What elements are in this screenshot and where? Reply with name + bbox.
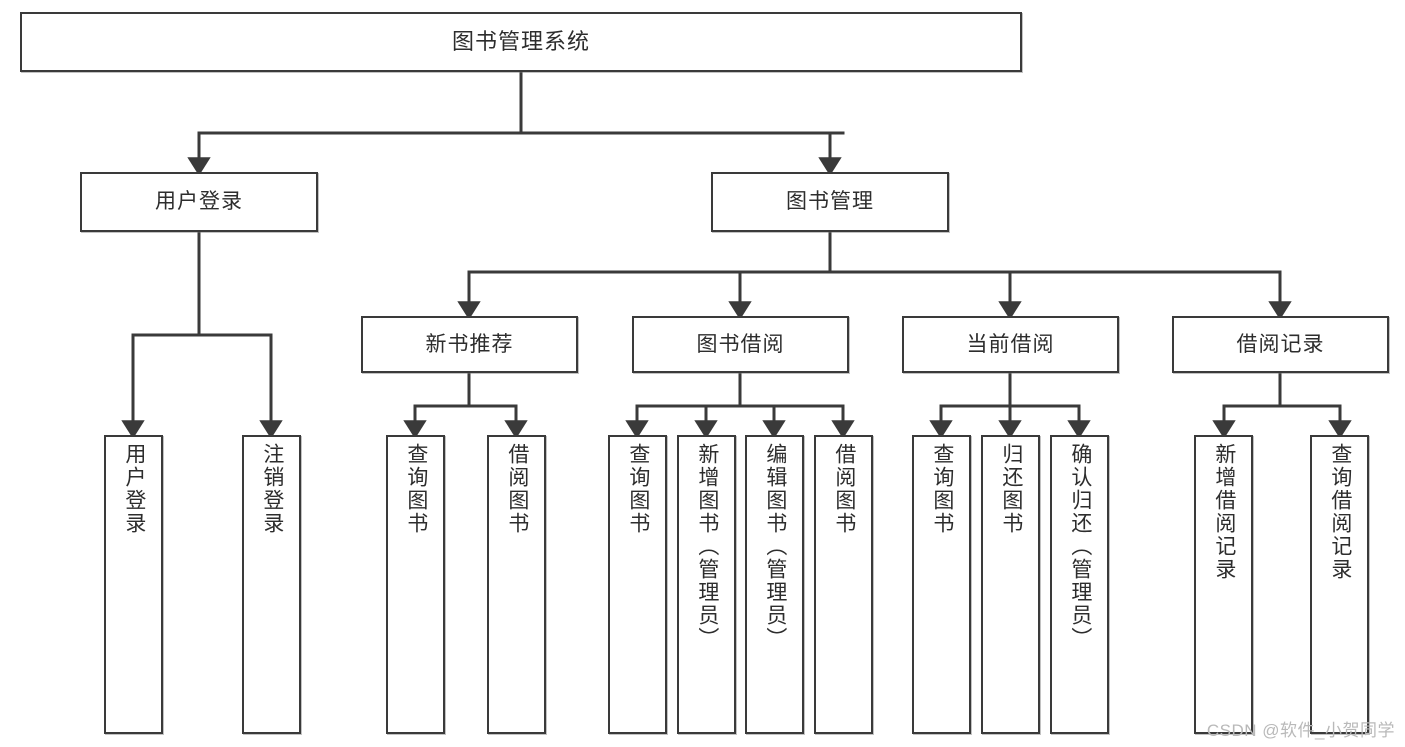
node-new-book-recommendation-label: 新书推荐 bbox=[425, 332, 514, 356]
node-leaf-query-book-borrow[interactable]: 查询图书 bbox=[608, 435, 667, 734]
node-borrowing-record[interactable]: 借阅记录 bbox=[1172, 316, 1389, 373]
node-leaf-edit-book-admin[interactable]: 编辑图书（管理员） bbox=[745, 435, 804, 734]
watermark-text: CSDN @软件_小贺同学 bbox=[1206, 721, 1395, 740]
node-user-login-label: 用户登录 bbox=[155, 190, 243, 214]
node-leaf-borrow-book-label: 借阅图书 bbox=[832, 443, 856, 535]
node-leaf-query-borrow-record-label: 查询借阅记录 bbox=[1328, 443, 1352, 581]
node-leaf-add-borrow-record-label: 新增借阅记录 bbox=[1212, 443, 1236, 581]
node-leaf-query-book-current[interactable]: 查询图书 bbox=[912, 435, 971, 734]
node-leaf-return-book[interactable]: 归还图书 bbox=[981, 435, 1040, 734]
node-leaf-borrow-book[interactable]: 借阅图书 bbox=[814, 435, 873, 734]
node-root-book-management-system[interactable]: 图书管理系统 bbox=[20, 12, 1022, 72]
node-root-label: 图书管理系统 bbox=[451, 29, 590, 55]
node-user-login[interactable]: 用户登录 bbox=[80, 172, 318, 232]
node-borrowing-record-label: 借阅记录 bbox=[1236, 332, 1325, 356]
node-leaf-user-login[interactable]: 用户登录 bbox=[104, 435, 163, 734]
node-leaf-user-login-label: 用户登录 bbox=[122, 443, 146, 535]
node-leaf-query-book-current-label: 查询图书 bbox=[930, 443, 954, 535]
node-leaf-add-book-admin-label: 新增图书（管理员） bbox=[695, 443, 719, 650]
node-leaf-add-book-admin[interactable]: 新增图书（管理员） bbox=[677, 435, 736, 734]
node-leaf-confirm-return-admin[interactable]: 确认归还（管理员） bbox=[1050, 435, 1109, 734]
node-book-borrowing-label: 图书借阅 bbox=[696, 332, 785, 356]
node-book-borrowing[interactable]: 图书借阅 bbox=[632, 316, 849, 373]
node-leaf-borrow-book-recommend[interactable]: 借阅图书 bbox=[487, 435, 546, 734]
node-leaf-logout-label: 注销登录 bbox=[260, 443, 284, 535]
node-leaf-confirm-return-admin-label: 确认归还（管理员） bbox=[1068, 443, 1092, 650]
node-leaf-borrow-book-recommend-label: 借阅图书 bbox=[505, 443, 529, 535]
node-leaf-query-book-recommend-label: 查询图书 bbox=[404, 443, 428, 535]
node-leaf-logout[interactable]: 注销登录 bbox=[242, 435, 301, 734]
node-current-borrowing-label: 当前借阅 bbox=[966, 332, 1055, 356]
node-leaf-query-book-borrow-label: 查询图书 bbox=[626, 443, 650, 535]
node-leaf-add-borrow-record[interactable]: 新增借阅记录 bbox=[1194, 435, 1253, 734]
node-new-book-recommendation[interactable]: 新书推荐 bbox=[361, 316, 578, 373]
node-book-management[interactable]: 图书管理 bbox=[711, 172, 949, 232]
node-leaf-query-borrow-record[interactable]: 查询借阅记录 bbox=[1310, 435, 1369, 734]
node-leaf-query-book-recommend[interactable]: 查询图书 bbox=[386, 435, 445, 734]
node-current-borrowing[interactable]: 当前借阅 bbox=[902, 316, 1119, 373]
node-book-management-label: 图书管理 bbox=[786, 190, 874, 214]
node-leaf-return-book-label: 归还图书 bbox=[999, 443, 1023, 535]
node-leaf-edit-book-admin-label: 编辑图书（管理员） bbox=[763, 443, 787, 650]
